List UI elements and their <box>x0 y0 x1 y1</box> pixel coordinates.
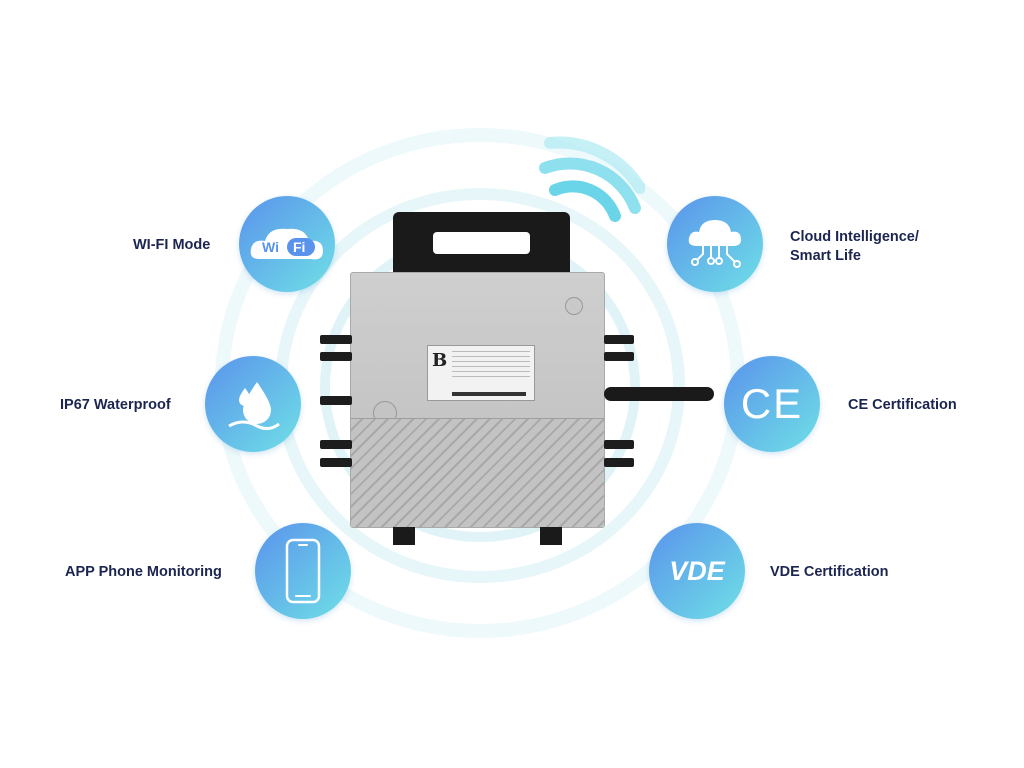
water-drop-icon <box>228 382 280 431</box>
ce-feature-badge: CE <box>724 356 820 452</box>
ac-cable <box>604 387 714 401</box>
brand-logo: B <box>432 350 448 371</box>
dc-connector <box>320 440 352 449</box>
wifi-cloud-icon: Wi Fi <box>250 228 323 260</box>
cloud-network-icon <box>688 220 741 268</box>
cloud-label-line-1: Cloud Intelligence/ <box>790 229 919 245</box>
ce-mark-icon: CE <box>740 380 804 427</box>
dc-connector <box>320 396 352 405</box>
waterproof-feature-badge <box>205 356 301 452</box>
mounting-foot <box>540 527 562 545</box>
carry-handle <box>393 212 570 274</box>
smartphone-icon <box>285 538 321 604</box>
cloud-label-line-2: Smart Life <box>790 248 861 264</box>
wifi-feature-label: WI-FI Mode <box>133 237 211 253</box>
cloud-feature-label: Cloud Intelligence/ Smart Life <box>790 228 919 266</box>
dc-connector <box>604 458 634 467</box>
vde-mark-icon: VDE <box>669 555 725 586</box>
cloud-feature-badge <box>667 196 763 292</box>
svg-text:Fi: Fi <box>293 239 305 255</box>
app-monitoring-feature-label: APP Phone Monitoring <box>65 564 222 580</box>
inverter-housing: B <box>350 272 605 528</box>
wifi-signal-icon <box>539 136 645 222</box>
vde-feature-badge: VDE <box>649 523 745 619</box>
dc-connector <box>320 335 352 344</box>
dc-connector <box>604 440 634 449</box>
wifi-feature-badge: Wi Fi <box>239 196 335 292</box>
spec-label: B <box>427 345 535 401</box>
ce-feature-label: CE Certification <box>848 397 957 413</box>
dc-connector <box>604 335 634 344</box>
svg-text:Wi: Wi <box>262 239 279 255</box>
app-monitoring-feature-badge <box>255 523 351 619</box>
waterproof-feature-label: IP67 Waterproof <box>60 397 171 413</box>
mounting-foot <box>393 527 415 545</box>
heat-sink-fins <box>351 418 604 527</box>
dc-connector <box>320 352 352 361</box>
dc-connector <box>320 458 352 467</box>
vde-feature-label: VDE Certification <box>770 564 889 580</box>
status-indicator <box>565 297 583 315</box>
dc-connector <box>604 352 634 361</box>
